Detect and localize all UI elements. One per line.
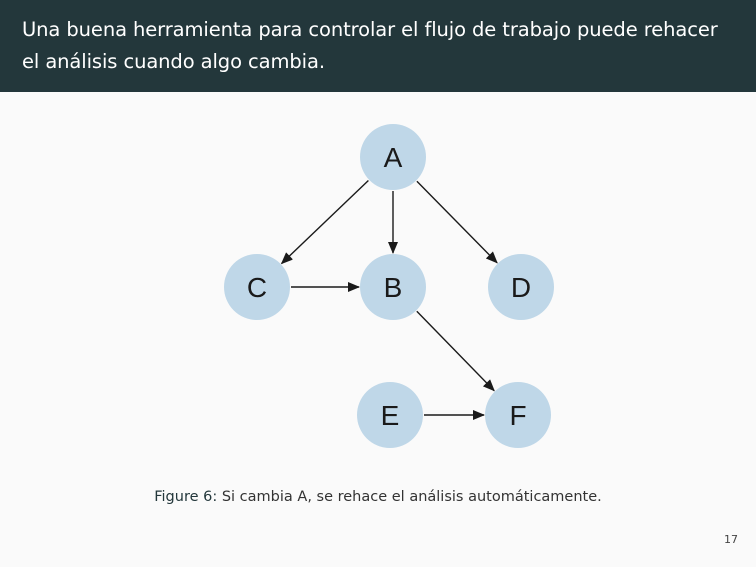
node-b-label: B [384, 272, 403, 303]
node-e: E [357, 382, 423, 448]
figure-caption: Figure 6: Si cambia A, se rehace el anál… [0, 489, 756, 505]
page-number: 17 [724, 533, 738, 546]
node-e-label: E [381, 400, 400, 431]
node-d-label: D [511, 272, 531, 303]
edge-b-to-f [416, 310, 495, 392]
node-d: D [488, 254, 554, 320]
node-c-label: C [247, 272, 267, 303]
slide-header: Una buena herramienta para controlar el … [0, 0, 756, 92]
graph-nodes: A B C D E F [224, 124, 554, 448]
node-b-circle [360, 254, 426, 320]
node-a-label: A [384, 142, 403, 173]
node-f: F [485, 382, 551, 448]
node-a: A [360, 124, 426, 190]
node-e-circle [357, 382, 423, 448]
edge-a-to-d [416, 180, 498, 264]
edge-a-to-c [280, 179, 369, 265]
node-a-circle [360, 124, 426, 190]
figure-caption-text: Si cambia A, se rehace el análisis autom… [217, 489, 602, 505]
figure-caption-label: Figure 6: [154, 489, 218, 505]
node-d-circle [488, 254, 554, 320]
node-f-label: F [509, 400, 526, 431]
slide-title: Una buena herramienta para controlar el … [22, 18, 718, 73]
graph-edges [280, 179, 498, 420]
node-f-circle [485, 382, 551, 448]
node-c-circle [224, 254, 290, 320]
node-c: C [224, 254, 290, 320]
node-b: B [360, 254, 426, 320]
